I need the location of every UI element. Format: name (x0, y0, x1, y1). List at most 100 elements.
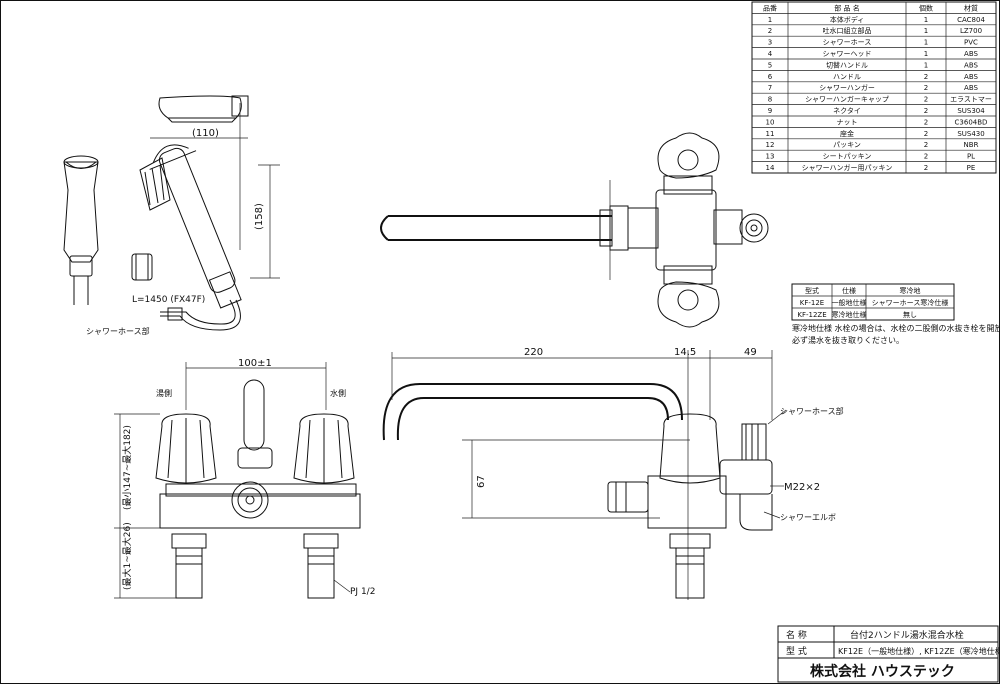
table-cell: 10 (766, 118, 775, 126)
table-cell: C3604BD (955, 118, 988, 126)
company-name: 株式会社 ハウステック (810, 663, 955, 680)
thread-pj: PJ 1/2 (350, 587, 375, 597)
table-frame (751, 1, 997, 174)
table-cell: 1 (924, 50, 928, 58)
table-header-cell: 部 品 名 (834, 3, 859, 12)
dim-110: (110) (192, 128, 219, 139)
table-cell: ハンドル (833, 73, 861, 81)
note-line-1: 寒冷地仕様 水栓の場合は、水栓の二股側の水抜き栓を開放して (792, 323, 1000, 333)
table-header-cell: 個数 (919, 3, 933, 12)
table-cell: 6 (768, 73, 773, 81)
table-cell: 2 (924, 130, 928, 138)
dim-67: 67 (476, 475, 487, 488)
table-cell: 8 (768, 96, 772, 104)
table-cell: PL (967, 153, 975, 161)
front-elevation: 100±1 湯側 水側 (最小147~最大182) (最大1~最大26) PJ … (114, 358, 375, 599)
dim-158: (158) (254, 203, 265, 230)
table-cell: 2 (924, 107, 928, 115)
label-shower-hose: シャワーホース部 (780, 406, 844, 416)
table-cell: 切替ハンドル (826, 60, 868, 69)
table-cell: 吐水口組立部品 (823, 26, 872, 35)
table-cell: シャワーヘッド (823, 50, 872, 58)
table-cell: 2 (924, 141, 928, 149)
title-model-label: 型 式 (786, 645, 807, 657)
table-cell: シャワーハンガーキャップ (805, 95, 889, 104)
dim-49: 49 (744, 347, 757, 358)
table-cell: 9 (768, 107, 772, 115)
table-cell: PVC (964, 39, 978, 47)
table-cell: シャワーホース寒冷仕様 (872, 298, 949, 307)
table-cell: 11 (766, 130, 775, 138)
title-model-value: KF12E（一般地仕様）, KF12ZE（寒冷地仕様） (838, 646, 1000, 656)
table-cell: 無し (903, 310, 917, 319)
table-cell: 4 (768, 50, 773, 58)
table-cell: KF-12E (800, 299, 824, 307)
title-name-label: 名 称 (786, 629, 807, 641)
table-cell: 座金 (840, 129, 854, 138)
table-header-cell: 寒冷地 (900, 286, 921, 295)
table-cell: 3 (768, 39, 772, 47)
table-cell: 2 (768, 27, 772, 35)
dim-14-5: 14.5 (674, 347, 696, 358)
label-thread: M22×2 (784, 482, 820, 493)
table-cell: 本体ボディ (830, 15, 865, 24)
table-cell: ネクタイ (833, 106, 861, 115)
table-cell: SUS430 (957, 130, 984, 138)
dim-height-upper: (最小147~最大182) (121, 425, 133, 510)
top-view (380, 132, 769, 328)
dim-height-lower: (最大1~最大26) (121, 522, 133, 590)
table-cell: KF-12ZE (797, 311, 826, 319)
table-cell: 2 (924, 153, 928, 161)
table-cell: CAC804 (957, 16, 985, 24)
table-cell: 1 (924, 39, 928, 47)
table-cell: ABS (964, 84, 978, 92)
table-cell: ABS (964, 61, 978, 69)
table-header-cell: 型式 (805, 286, 819, 295)
table-cell: シャワーハンガー用パッキン (802, 163, 893, 172)
table-frame (791, 283, 955, 321)
table-cell: 5 (768, 61, 772, 69)
table-cell: ナット (837, 118, 858, 126)
table-cell: シャワーホース (823, 39, 872, 47)
label-shower-elbow: シャワーエルボ (780, 513, 836, 522)
dim-220: 220 (524, 347, 543, 358)
table-cell: 2 (924, 84, 928, 92)
table-cell: 2 (924, 118, 928, 126)
title-name-value: 台付2ハンドル湯水混合水栓 (850, 629, 964, 641)
table-cell: 13 (766, 153, 775, 161)
table-cell: シャワーハンガー (819, 83, 875, 92)
shower-head-detail: (110) (158) L=1450 (FX47F) シャワーホース部 (63, 95, 280, 336)
table-cell: LZ700 (960, 27, 982, 35)
table-cell: 寒冷地仕様 (832, 310, 867, 319)
hot-side-label: 湯側 (156, 388, 172, 398)
table-cell: ABS (964, 73, 978, 81)
table-header-cell: 材質 (964, 3, 978, 12)
table-cell: 2 (924, 73, 928, 81)
dim-100: 100±1 (238, 358, 272, 369)
table-cell: 7 (768, 84, 772, 92)
table-cell: NBR (964, 141, 979, 149)
table-header-cell: 品番 (763, 4, 777, 12)
table-cell: エラストマー (950, 96, 992, 104)
table-cell: 2 (924, 164, 928, 172)
table-cell: 1 (768, 16, 772, 24)
table-cell: PE (967, 164, 976, 172)
table-cell: シートパッキン (823, 153, 872, 161)
side-elevation: 220 14.5 49 67 シャワーホース部 M22×2 シャワーエルボ (382, 347, 844, 600)
table-cell: ABS (964, 50, 978, 58)
table-cell: 一般地仕様 (832, 298, 867, 307)
table-cell: 1 (924, 16, 928, 24)
table-cell: パッキン (833, 141, 861, 149)
table-cell: SUS304 (957, 107, 985, 115)
table-cell: 12 (766, 141, 775, 149)
table-cell: 1 (924, 61, 928, 69)
title-block: 名 称 台付2ハンドル湯水混合水栓 型 式 KF12E（一般地仕様）, KF12… (777, 625, 1000, 683)
table-cell: 14 (766, 164, 775, 172)
note-line-2: 必ず湯水を抜き取りください。 (792, 335, 904, 345)
hose-label: シャワーホース部 (86, 326, 150, 336)
hose-length: L=1450 (FX47F) (132, 295, 205, 305)
cold-side-label: 水側 (330, 388, 346, 398)
